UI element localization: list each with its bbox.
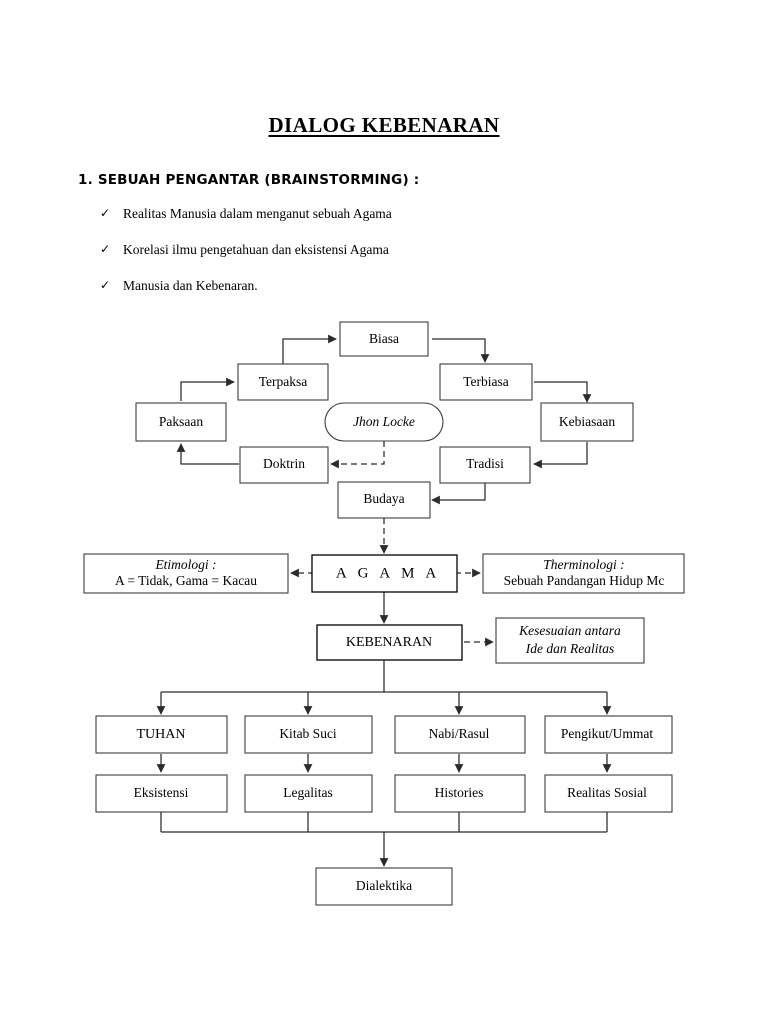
node-etimologi-title: Etimologi : bbox=[154, 557, 216, 572]
node-dialektika-label: Dialektika bbox=[356, 878, 412, 893]
node-therminologi-title: Therminologi : bbox=[543, 557, 624, 572]
node-branch-bottom-label: Eksistensi bbox=[134, 785, 189, 800]
connector-doktrin-paksaan bbox=[176, 443, 239, 465]
list-item: ✓ Realitas Manusia dalam menganut sebuah… bbox=[100, 206, 660, 242]
node-terbiasa-label: Terbiasa bbox=[463, 374, 509, 389]
page-title: DIALOG KEBENARAN bbox=[268, 113, 500, 137]
node-paksaan: Paksaan bbox=[135, 402, 227, 442]
node-etimologi: Etimologi : A = Tidak, Gama = Kacau bbox=[83, 553, 289, 594]
node-terbiasa: Terbiasa bbox=[439, 363, 533, 401]
node-therminologi: Therminologi : Sebuah Pandangan Hidup Mc bbox=[482, 553, 685, 594]
connector-terpaksa-biasa bbox=[282, 334, 337, 364]
node-kesesuaian-line2: Ide dan Realitas bbox=[525, 641, 614, 656]
checkmark-icon: ✓ bbox=[100, 242, 111, 256]
list-item-label: Manusia dan Kebenaran. bbox=[123, 278, 258, 293]
node-branch-top-label: Pengikut/Ummat bbox=[561, 726, 653, 741]
node-doktrin: Doktrin bbox=[239, 446, 329, 484]
node-etimologi-body: A = Tidak, Gama = Kacau bbox=[115, 573, 257, 588]
node-kebiasaan: Kebiasaan bbox=[540, 402, 634, 442]
node-branch-bottom-label: Histories bbox=[435, 785, 484, 800]
node-agama: A G A M A bbox=[311, 554, 458, 593]
list-item: ✓ Korelasi ilmu pengetahuan dan eksisten… bbox=[100, 242, 660, 278]
list-item-label: Realitas Manusia dalam menganut sebuah A… bbox=[123, 206, 392, 221]
node-tradisi-label: Tradisi bbox=[466, 456, 504, 471]
connector-tradisi-budaya bbox=[431, 482, 486, 505]
node-kebenaran: KEBENARAN bbox=[316, 624, 463, 661]
node-terpaksa: Terpaksa bbox=[237, 363, 329, 401]
list-item-label: Korelasi ilmu pengetahuan dan eksistensi… bbox=[123, 242, 389, 257]
node-kesesuaian-line1: Kesesuaian antara bbox=[518, 623, 621, 638]
node-kebiasaan-label: Kebiasaan bbox=[559, 414, 615, 429]
connector-jhonlocke-doktrin bbox=[330, 441, 385, 469]
connector-kebiasaan-tradisi bbox=[533, 442, 588, 469]
node-branch-bottom: Histories bbox=[394, 774, 526, 813]
node-branch-bottom: Eksistensi bbox=[95, 774, 228, 813]
node-branch-bottom: Realitas Sosial bbox=[544, 774, 673, 813]
node-agama-label: A G A M A bbox=[336, 565, 440, 581]
section-heading: 1. SEBUAH PENGANTAR (BRAINSTORMING) : bbox=[78, 172, 420, 188]
connector-biasa-terbiasa bbox=[432, 338, 490, 363]
node-budaya: Budaya bbox=[337, 481, 431, 519]
checkmark-icon: ✓ bbox=[100, 278, 111, 292]
node-terpaksa-label: Terpaksa bbox=[259, 374, 308, 389]
node-branch-bottom-label: Realitas Sosial bbox=[567, 785, 647, 800]
node-branch-top: TUHAN bbox=[95, 715, 228, 754]
node-dialektika: Dialektika bbox=[315, 867, 453, 906]
node-branch-top: Kitab Suci bbox=[244, 715, 373, 754]
node-doktrin-label: Doktrin bbox=[263, 456, 305, 471]
checkmark-icon: ✓ bbox=[100, 206, 111, 220]
list-item: ✓ Manusia dan Kebenaran. bbox=[100, 278, 660, 314]
node-biasa: Biasa bbox=[339, 321, 429, 357]
node-branch-top-label: TUHAN bbox=[137, 727, 186, 742]
node-budaya-label: Budaya bbox=[363, 491, 404, 506]
node-branch-top-label: Kitab Suci bbox=[279, 726, 337, 741]
node-branch-top: Nabi/Rasul bbox=[394, 715, 526, 754]
node-paksaan-label: Paksaan bbox=[159, 414, 203, 429]
bullet-list: ✓ Realitas Manusia dalam menganut sebuah… bbox=[100, 206, 660, 314]
node-branch-bottom: Legalitas bbox=[244, 774, 373, 813]
node-therminologi-body: Sebuah Pandangan Hidup Mc bbox=[504, 573, 665, 588]
node-jhon-locke-label: Jhon Locke bbox=[353, 414, 415, 429]
node-biasa-label: Biasa bbox=[369, 331, 399, 346]
node-kesesuaian: Kesesuaian antara Ide dan Realitas bbox=[495, 617, 645, 664]
node-jhon-locke: Jhon Locke bbox=[324, 402, 444, 442]
node-branch-top: Pengikut/Ummat bbox=[544, 715, 673, 754]
node-kebenaran-label: KEBENARAN bbox=[346, 635, 432, 650]
node-tradisi: Tradisi bbox=[439, 446, 531, 484]
connector-terbiasa-kebiasaan bbox=[534, 381, 592, 403]
node-branch-top-label: Nabi/Rasul bbox=[429, 726, 490, 741]
connector-paksaan-terpaksa bbox=[180, 377, 235, 401]
node-branch-bottom-label: Legalitas bbox=[283, 785, 332, 800]
